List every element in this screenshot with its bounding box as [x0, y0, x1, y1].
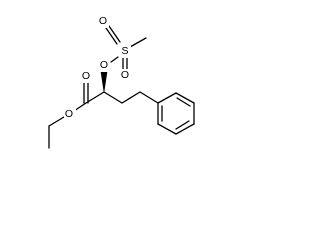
sulfonate-oxygen-label: O	[100, 59, 108, 71]
phenyl-inner-bond-1	[176, 97, 191, 107]
sulfonate-oxygen-bg	[98, 59, 110, 72]
wedge-bond-alpha-o	[100, 71, 108, 93]
ester-oxygen-label: O	[65, 108, 73, 120]
bond-s-o-upper-2	[108, 25, 121, 43]
phenyl-ring	[157, 92, 195, 135]
sulfonyl-oxygen-lower-label: O	[121, 69, 129, 81]
sulfur-bg	[119, 45, 131, 58]
bond-ch2-phenyl	[139, 91, 159, 104]
bond-s-methyl	[129, 37, 147, 48]
carbonyl-oxygen-bg	[80, 70, 92, 83]
sulfonyl-oxygen-upper-bg	[97, 15, 109, 28]
bond-carbonyl-alpha	[85, 91, 105, 104]
carbonyl-oxygen-label: O	[82, 70, 90, 82]
phenyl-inner-bond-2	[175, 120, 190, 130]
sulfonyl-oxygen-upper-label: O	[99, 15, 107, 27]
bond-ch2-ch2	[121, 91, 141, 104]
molecule-canvas: O O O S O O	[0, 0, 199, 177]
bond-ch2-oester	[48, 116, 65, 127]
sulfonyl-oxygen-lower-bg	[119, 69, 131, 82]
structure-drawing: O O O S O O	[48, 15, 195, 149]
sulfur-label: S	[121, 45, 128, 57]
bond-o-s	[110, 56, 119, 63]
bond-s-o-upper-1	[105, 27, 118, 45]
ester-oxygen-bg	[64, 108, 76, 121]
bond-alpha-ch2	[103, 91, 123, 104]
